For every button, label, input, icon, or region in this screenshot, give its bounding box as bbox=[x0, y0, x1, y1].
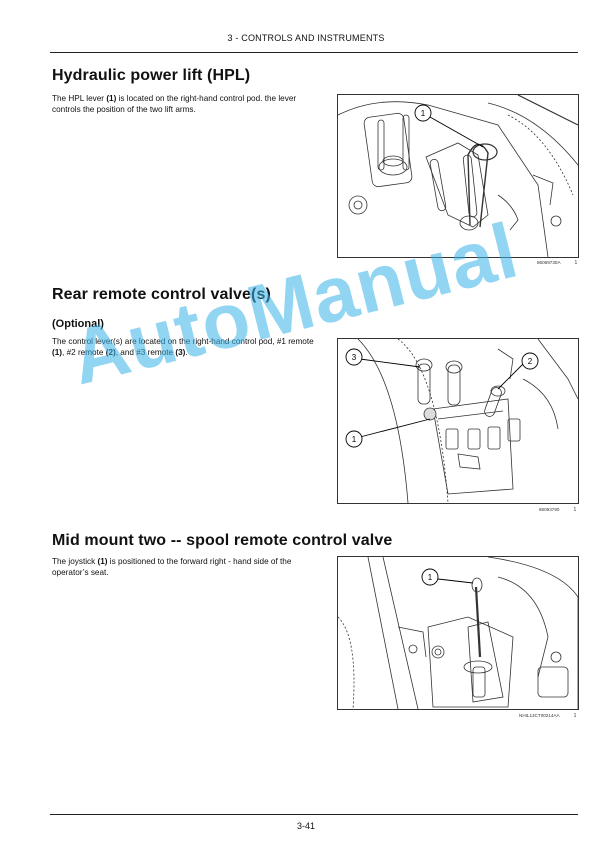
section-text-remote: The control lever(s) are located on the … bbox=[52, 337, 314, 357]
figure-hpl-lever: 1 bbox=[337, 94, 579, 258]
header-rule bbox=[50, 52, 578, 53]
figure-joystick: 1 bbox=[337, 556, 579, 710]
section-text-hpl: The HPL lever (1) is located on the righ… bbox=[52, 94, 297, 114]
footer-rule bbox=[50, 814, 578, 815]
page-number: 3-41 bbox=[296, 821, 315, 831]
section-title-remote: Rear remote control valve(s) bbox=[52, 286, 271, 303]
section-title-mid-mount: Mid mount two -- spool remote control va… bbox=[52, 532, 393, 549]
callout-2: 2 bbox=[528, 357, 533, 366]
callout-1: 1 bbox=[421, 109, 426, 118]
callout-1: 1 bbox=[352, 435, 357, 444]
section-subtitle-optional: (Optional) bbox=[52, 318, 104, 330]
callout-3: 3 bbox=[352, 353, 357, 362]
section-title-hpl: Hydraulic power lift (HPL) bbox=[52, 67, 251, 84]
figure-remote-valves: 3 2 1 bbox=[337, 338, 579, 504]
page-header: 3 - CONTROLS AND INSTRUMENTS bbox=[227, 33, 385, 43]
callout-1: 1 bbox=[428, 573, 433, 582]
section-text-mid-mount: The joystick (1) is positioned to the fo… bbox=[52, 557, 292, 577]
